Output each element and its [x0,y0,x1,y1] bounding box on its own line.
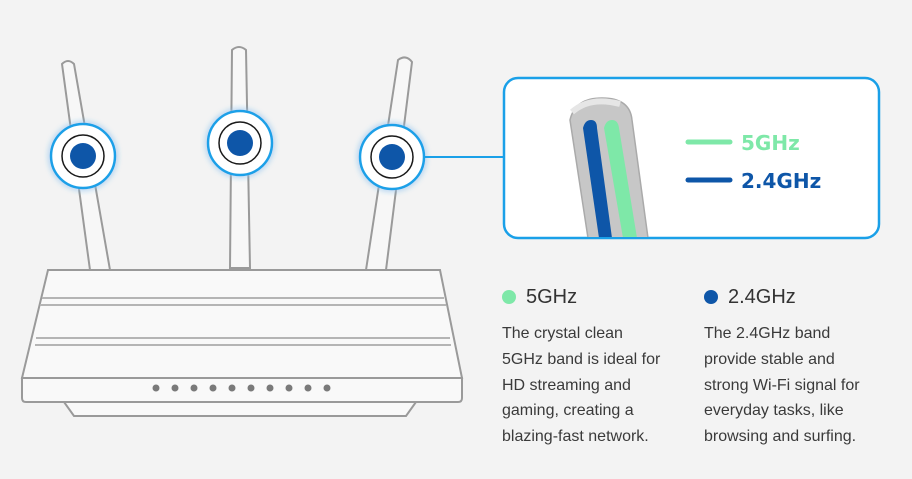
band-24ghz-info: 2.4GHz The 2.4GHz band provide stable an… [704,282,904,450]
signal-ring-right [358,123,426,191]
signal-ring-center [206,109,274,177]
led-dot [285,384,293,392]
dual-band-callout: 5GHz 2.4GHz [502,76,881,240]
band-24ghz-title: 2.4GHz [728,285,796,308]
led-dot [152,384,160,392]
band-24ghz-wire [583,120,612,237]
led-dot [209,384,217,392]
led-dot [190,384,198,392]
led-indicators [152,384,331,392]
callout-5ghz-label: 5GHz [741,131,800,155]
led-dot [228,384,236,392]
band-5ghz-info: 5GHz The crystal clean 5GHz band is idea… [502,282,702,450]
led-dot [171,384,179,392]
router-body [20,269,464,417]
green-dot-icon [502,290,516,304]
callout-24ghz-label: 2.4GHz [741,169,821,193]
band-5ghz-description: The crystal clean 5GHz band is ideal for… [502,325,661,446]
band-24ghz-description: The 2.4GHz band provide stable and stron… [704,325,860,446]
blue-dot-icon [704,290,718,304]
led-dot [304,384,312,392]
led-dot [266,384,274,392]
signal-ring-left [49,122,117,190]
band-5ghz-title: 5GHz [526,285,578,308]
led-dot [247,384,255,392]
band-5ghz-wire [604,120,637,237]
led-dot [323,384,331,392]
